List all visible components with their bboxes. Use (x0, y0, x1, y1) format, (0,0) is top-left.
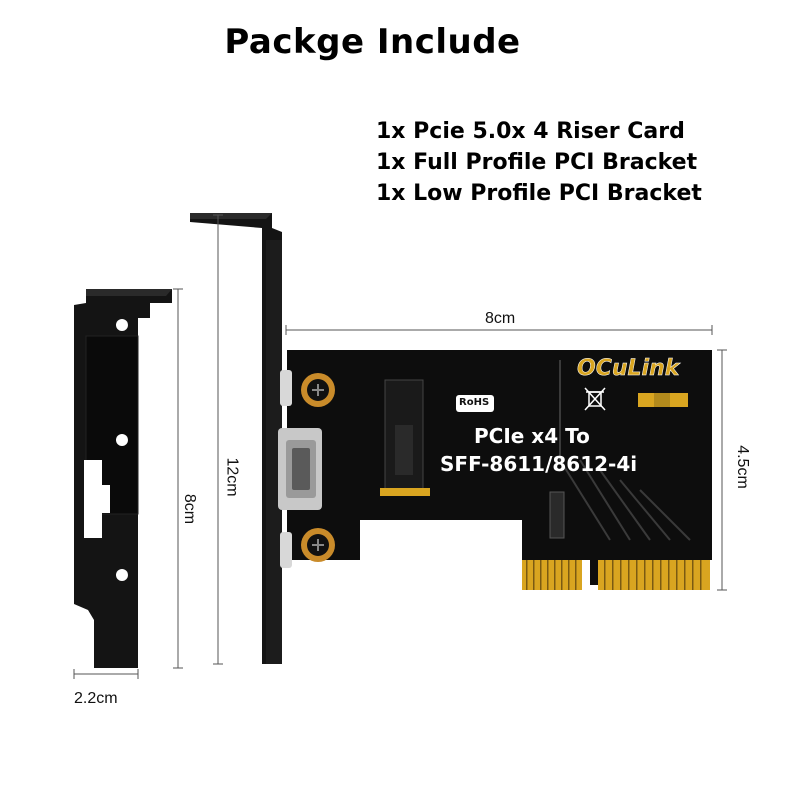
full-bracket-height-label: 12cm (223, 457, 241, 497)
page-title: Packge Include (224, 22, 521, 62)
low-profile-bracket (74, 289, 172, 668)
card-model-line2: SFF-8611/8612-4i (440, 452, 638, 476)
oculink-logo: OCuLink (577, 356, 680, 382)
full-profile-bracket (190, 213, 282, 664)
package-item: 1x Pcie 5.0x 4 Riser Card (376, 119, 685, 144)
package-list: 1x Pcie 5.0x 4 Riser Card 1x Full Profil… (376, 116, 702, 209)
card-model-line1: PCIe x4 To (474, 424, 590, 448)
package-item: 1x Low Profile PCI Bracket (376, 181, 702, 206)
low-bracket-width-label: 2.2cm (74, 690, 118, 707)
card-length-label: 8cm (485, 310, 516, 327)
rohs-badge: RoHS (459, 397, 490, 408)
riser-card-pcb (278, 350, 712, 590)
card-height-label: 4.5cm (733, 445, 751, 489)
low-bracket-height-label: 8cm (181, 493, 199, 525)
dimension-lines (73, 214, 727, 679)
package-item: 1x Full Profile PCI Bracket (376, 150, 698, 175)
